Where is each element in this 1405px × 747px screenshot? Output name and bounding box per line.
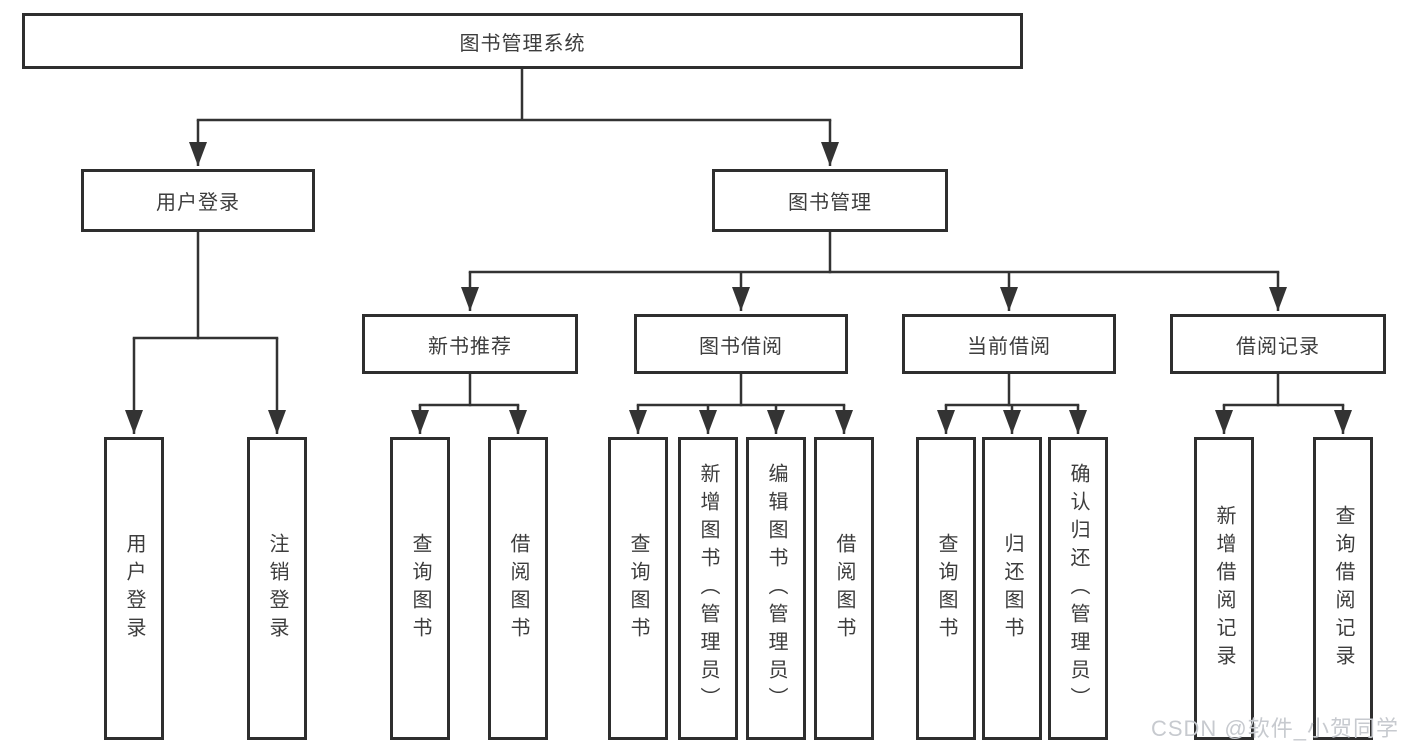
node-borrow-records: 借阅记录	[1170, 314, 1386, 374]
leaf-add-books-admin-label: 新增图书（管理员）	[697, 462, 719, 715]
leaf-logout: 注销登录	[247, 437, 307, 740]
leaf-add-borrow-record-label: 新增借阅记录	[1213, 504, 1235, 673]
leaf-query-borrow-record: 查询借阅记录	[1313, 437, 1373, 740]
leaf-edit-books-admin: 编辑图书（管理员）	[746, 437, 806, 740]
leaf-query-books-borrow: 查询图书	[608, 437, 668, 740]
node-book-borrow-label: 图书借阅	[699, 335, 783, 358]
leaf-borrow-books-recommend-label: 借阅图书	[507, 532, 529, 645]
leaf-borrow-books: 借阅图书	[814, 437, 874, 740]
node-current-borrow: 当前借阅	[902, 314, 1116, 374]
leaf-return-books: 归还图书	[982, 437, 1042, 740]
node-borrow-records-label: 借阅记录	[1236, 335, 1320, 358]
leaf-borrow-books-recommend: 借阅图书	[488, 437, 548, 740]
node-book-management-label: 图书管理	[788, 192, 872, 214]
node-user-login: 用户登录	[81, 169, 315, 232]
leaf-query-books-recommend: 查询图书	[390, 437, 450, 740]
node-library-system: 图书管理系统	[22, 13, 1023, 69]
leaf-user-login: 用户登录	[104, 437, 164, 740]
leaf-query-books-recommend-label: 查询图书	[409, 532, 431, 645]
node-current-borrow-label: 当前借阅	[967, 335, 1051, 358]
leaf-add-borrow-record: 新增借阅记录	[1194, 437, 1254, 740]
node-new-book-recommend: 新书推荐	[362, 314, 578, 374]
leaf-return-books-label: 归还图书	[1001, 532, 1023, 645]
leaf-borrow-books-label: 借阅图书	[833, 532, 855, 645]
leaf-query-borrow-record-label: 查询借阅记录	[1332, 504, 1354, 673]
node-book-management: 图书管理	[712, 169, 948, 232]
leaf-logout-label: 注销登录	[266, 532, 288, 645]
leaf-user-login-label: 用户登录	[123, 532, 145, 645]
node-new-book-recommend-label: 新书推荐	[428, 335, 512, 358]
leaf-confirm-return-admin: 确认归还（管理员）	[1048, 437, 1108, 740]
node-library-system-label: 图书管理系统	[459, 32, 586, 55]
leaf-query-books-current: 查询图书	[916, 437, 976, 740]
node-user-login-label: 用户登录	[156, 192, 240, 214]
leaf-query-books-current-label: 查询图书	[935, 532, 957, 645]
leaf-confirm-return-admin-label: 确认归还（管理员）	[1067, 462, 1089, 715]
leaf-query-books-borrow-label: 查询图书	[627, 532, 649, 645]
leaf-edit-books-admin-label: 编辑图书（管理员）	[765, 462, 787, 715]
leaf-add-books-admin: 新增图书（管理员）	[678, 437, 738, 740]
node-book-borrow: 图书借阅	[634, 314, 848, 374]
